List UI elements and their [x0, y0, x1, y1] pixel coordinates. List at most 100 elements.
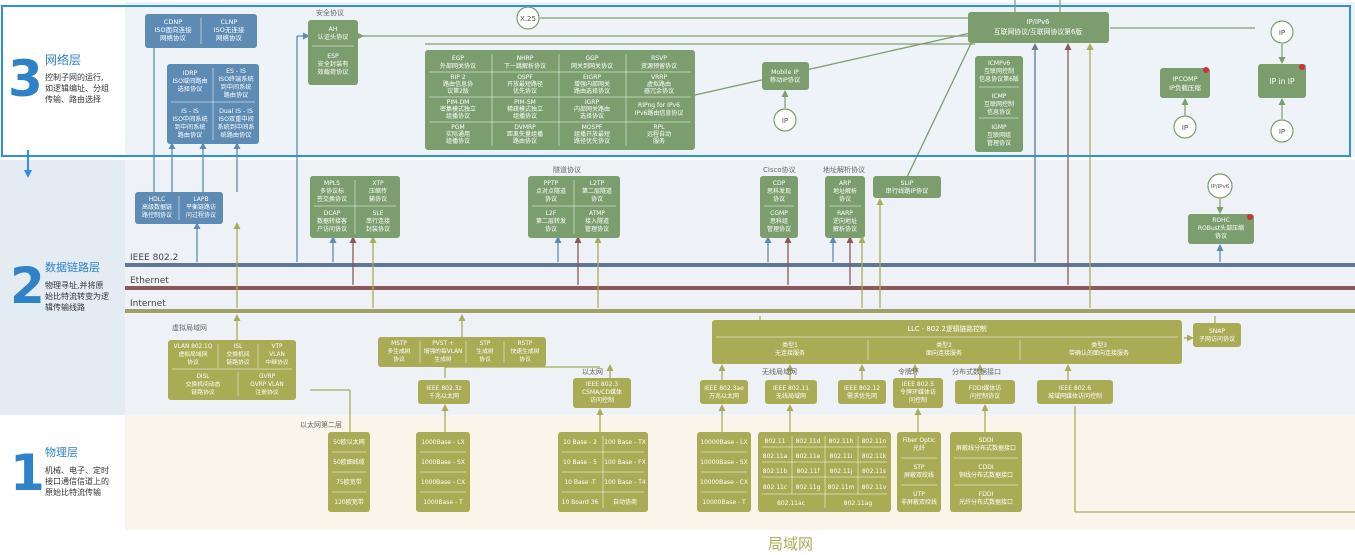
phy-g1: 1000Base - LX [421, 439, 464, 446]
box-ipcomp [1160, 68, 1210, 98]
net-igrp: IGRP [585, 99, 600, 106]
group-tokenring: 令牌环 [898, 367, 919, 376]
network-layer-desc-1: 控制子网的运行, [45, 72, 104, 82]
ipinip-marker [1299, 64, 1305, 70]
phy-fddi-desc: 光纤分布式数据接口 [959, 498, 1013, 506]
net-mospf: MOSPF [582, 124, 603, 131]
net-ip-node-bottom [1270, 119, 1294, 143]
phy-w18: 802.11ag [844, 500, 873, 507]
phy-eth2-1: 50欧以太网 [333, 438, 365, 446]
dl-atmp: ATMP [589, 210, 605, 217]
dl-pvst-desc: 增强的每VLAN [424, 347, 463, 355]
network-layer-highlight [1, 5, 1351, 157]
box-security-group [308, 20, 358, 85]
dl-ieee-80212: IEEE 802.12 [844, 385, 880, 392]
dl-atmp-desc: 接入隧道 [585, 217, 609, 225]
dl-ieee-8026: IEEE 802.6 [1059, 385, 1091, 392]
dl-cdp-desc: 思科发现 [767, 187, 791, 195]
phy-w7: 802.11i [830, 453, 853, 460]
net-icmpv6-desc2: 信息协议第6版 [979, 75, 1019, 83]
phy-fddi: FDDI [979, 491, 994, 498]
net-clnp: CLNP [221, 18, 238, 26]
dl-ieee-8023z-desc: 千兆以太网 [429, 392, 459, 400]
phy-w2: 802.11d [796, 438, 821, 445]
net-icmpv6: ICMPv6 [988, 60, 1010, 67]
dl-dcap-desc2: 户访问协议 [317, 225, 347, 233]
phy-e7: 10 Board 36 [562, 499, 599, 506]
dl-arp: ARP [839, 180, 851, 187]
group-tunnel: 隧道协议 [553, 165, 581, 174]
phy-fiber-desc: 光纤 [913, 444, 925, 452]
dl-vtp-desc: VLAN [269, 352, 285, 358]
dl-ieee-8026-desc: 城域网媒体访问控制 [1048, 392, 1102, 400]
dl-mpls: MPLS [324, 180, 340, 187]
dl-slip-desc: 串行线路IP协议 [886, 187, 929, 195]
net-nhrp: NHRP [517, 55, 534, 62]
box-ieee-8026 [1037, 380, 1113, 404]
net-ipcomp: IPCOMP [1172, 75, 1197, 83]
dl-vlan-8021q-desc: 虚拟局域网 [179, 350, 208, 358]
dl-slip: SLIP [901, 180, 914, 187]
box-fddi-phy [950, 432, 1022, 512]
dl-llc-type2-desc: 面向连接服务 [926, 349, 962, 357]
dl-pvst: PVST + [432, 341, 454, 347]
dl-ieee-80211-desc: 无线局域网 [776, 392, 806, 400]
box-stp-group [378, 337, 546, 367]
net-rip2: RIP 2 [450, 74, 465, 81]
net-esp: ESP [327, 53, 339, 60]
group-ethernet: 以太网 [582, 367, 603, 376]
dl-isl-desc: 交换机间 [226, 350, 249, 358]
net-rpl-desc: 远程自动 [647, 130, 671, 138]
phy-fiber: Fiber Optic [903, 437, 935, 444]
datalink-layer-desc-3: 辑传输线路 [45, 302, 85, 312]
dl-hdlc-desc: 高级数据链 [142, 203, 172, 211]
dl-sle-desc2: 封装协议 [366, 225, 390, 233]
net-ip-node-top [1270, 20, 1294, 44]
phy-sddi-desc: 屏蔽线分布式数据接口 [956, 444, 1016, 452]
dl-vlan-8021q: VLAN 802.1Q [174, 344, 213, 350]
box-mpls-group [310, 176, 400, 238]
dl-rstp-desc: 快速生成树 [511, 347, 540, 355]
dl-cgmp: CGMP [770, 210, 788, 217]
net-ospf-desc2: 优先协议 [513, 87, 537, 95]
dl-rohc-desc2: 协议 [1215, 232, 1227, 240]
net-icmp: ICMP [992, 93, 1007, 100]
phy-g3: 1000Base - CX [421, 479, 465, 486]
phy-w12: 802.11s [862, 468, 886, 475]
dl-arp-desc2: 协议 [839, 195, 851, 203]
net-ip-label-mobile: IP [782, 117, 788, 125]
dl-gvrp: GVRP [259, 374, 275, 380]
net-idrp-desc2: 选择协议 [178, 85, 204, 93]
phy-g2: 1000Base - SX [421, 459, 465, 466]
net-ip-label-top: IP [1279, 29, 1285, 37]
dl-isl-desc2: 链路协议 [226, 358, 249, 366]
phy-x1: 10000Base - LX [700, 439, 747, 446]
network-layer-title: 网络层 [45, 52, 81, 67]
network-layer-number: 3 [8, 50, 43, 108]
net-clnp-desc2: 网络协议 [216, 33, 243, 42]
net-pgm-desc2: 组播协议 [446, 137, 470, 145]
net-ah-desc: 认证头协议 [318, 33, 350, 41]
net-esp-desc2: 效载荷协议 [318, 68, 350, 76]
phy-cddi-desc: 铜线分布式数据接口 [959, 471, 1013, 479]
dl-rstp-desc2: 协议 [519, 355, 531, 363]
net-pimdm: PIM-DM [447, 99, 470, 106]
net-isis-desc3: 路由协议 [178, 131, 204, 139]
net-egp: EGP [452, 55, 464, 62]
physical-layer-desc-2: 接口通信信道上的 [45, 476, 109, 486]
box-routing-group [425, 50, 695, 150]
dl-rohc: ROHC [1212, 217, 1230, 224]
dl-snap: SNAP [1209, 328, 1225, 335]
net-pgm: PGM [451, 124, 464, 131]
box-ieee-8023z [418, 380, 470, 404]
dl-mpls-desc: 多协议标 [320, 187, 344, 195]
dl-llc-type1-desc: 无连接服务 [775, 349, 805, 357]
net-isis: IS - IS [181, 108, 199, 115]
dl-stp-desc2: 协议 [479, 355, 491, 363]
phy-e5: 10 Base -T [564, 479, 596, 486]
box-ieee-8023ae [700, 380, 748, 404]
box-ieee-8025 [893, 378, 943, 408]
box-ieee-8023 [573, 378, 631, 408]
net-idrp-desc: ISO域间路由 [172, 77, 207, 85]
datalink-layer-desc-1: 物理寻址,并将原 [45, 280, 104, 290]
